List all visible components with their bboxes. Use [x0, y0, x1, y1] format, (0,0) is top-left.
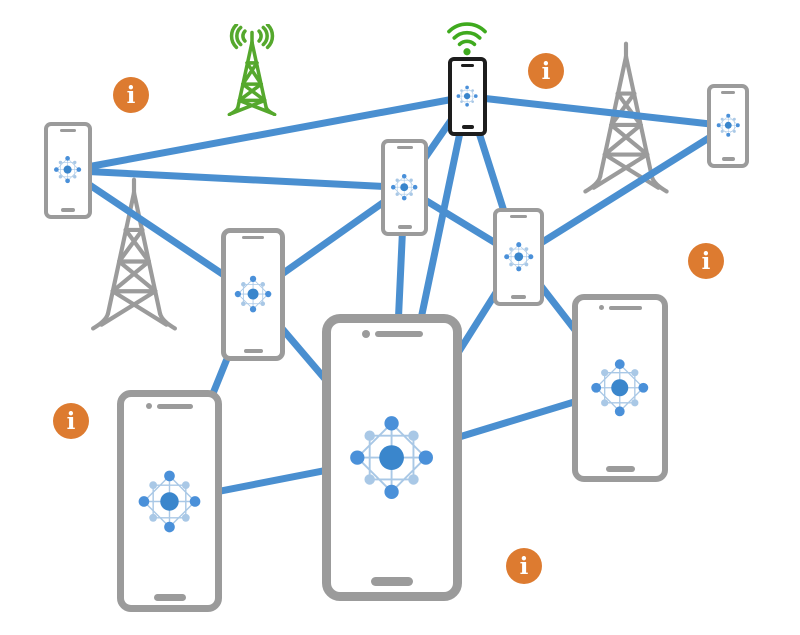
radio-tower-green: [200, 24, 304, 116]
phone-screen: [385, 149, 424, 225]
phone-screen: [497, 218, 540, 295]
phone-top-bezel: [361, 330, 423, 338]
mesh-network-icon: [455, 84, 479, 108]
mesh-network-icon: [344, 410, 439, 505]
home-button: [721, 157, 735, 161]
speaker-bar: [157, 403, 193, 409]
mesh-network-icon: [502, 240, 536, 274]
phone-screen: [226, 239, 280, 349]
home-button: [61, 208, 75, 212]
mesh-network-icon: [587, 355, 653, 421]
camera-icon: [146, 403, 152, 409]
phone-mid-left: [221, 228, 285, 361]
mesh-network-icon: [389, 172, 419, 202]
info-badge: i: [688, 243, 724, 279]
phone-top-middle: [381, 139, 428, 236]
phone-screen: [452, 67, 483, 125]
home-button: [243, 349, 263, 353]
mesh-network-icon: [232, 273, 274, 315]
phone-top-left: [44, 122, 92, 219]
speaker-bar: [721, 91, 735, 94]
info-badge: i: [528, 53, 564, 89]
phone-bottom-left: [117, 390, 222, 612]
phone-screen: [331, 338, 453, 577]
phone-top-bezel: [461, 64, 474, 67]
mesh-network-icon: [715, 112, 742, 139]
speaker-bar: [374, 331, 423, 337]
camera-icon: [361, 330, 370, 338]
speaker-bar: [461, 64, 474, 67]
phone-black: [448, 57, 487, 136]
phone-center: [322, 314, 462, 601]
speaker-bar: [608, 305, 642, 310]
phone-right: [572, 294, 668, 482]
info-badge: i: [53, 403, 89, 439]
home-button: [605, 466, 635, 472]
wifi-signal-icon: [444, 22, 490, 56]
home-button: [371, 577, 413, 586]
info-badge: i: [506, 548, 542, 584]
phone-mid-right: [493, 208, 544, 306]
phone-far-right: [707, 84, 749, 168]
home-button: [397, 225, 412, 229]
radio-tower-right: [552, 40, 700, 197]
phone-screen: [48, 132, 88, 208]
info-badge: i: [113, 77, 149, 113]
phone-screen: [124, 409, 215, 594]
mesh-network-icon: [134, 466, 205, 537]
home-button: [153, 594, 186, 601]
mesh-network-icon: [52, 154, 83, 185]
phone-screen: [711, 94, 745, 157]
phone-top-bezel: [721, 91, 735, 94]
home-button: [511, 295, 526, 299]
home-button: [461, 125, 474, 129]
phone-screen: [578, 310, 662, 466]
